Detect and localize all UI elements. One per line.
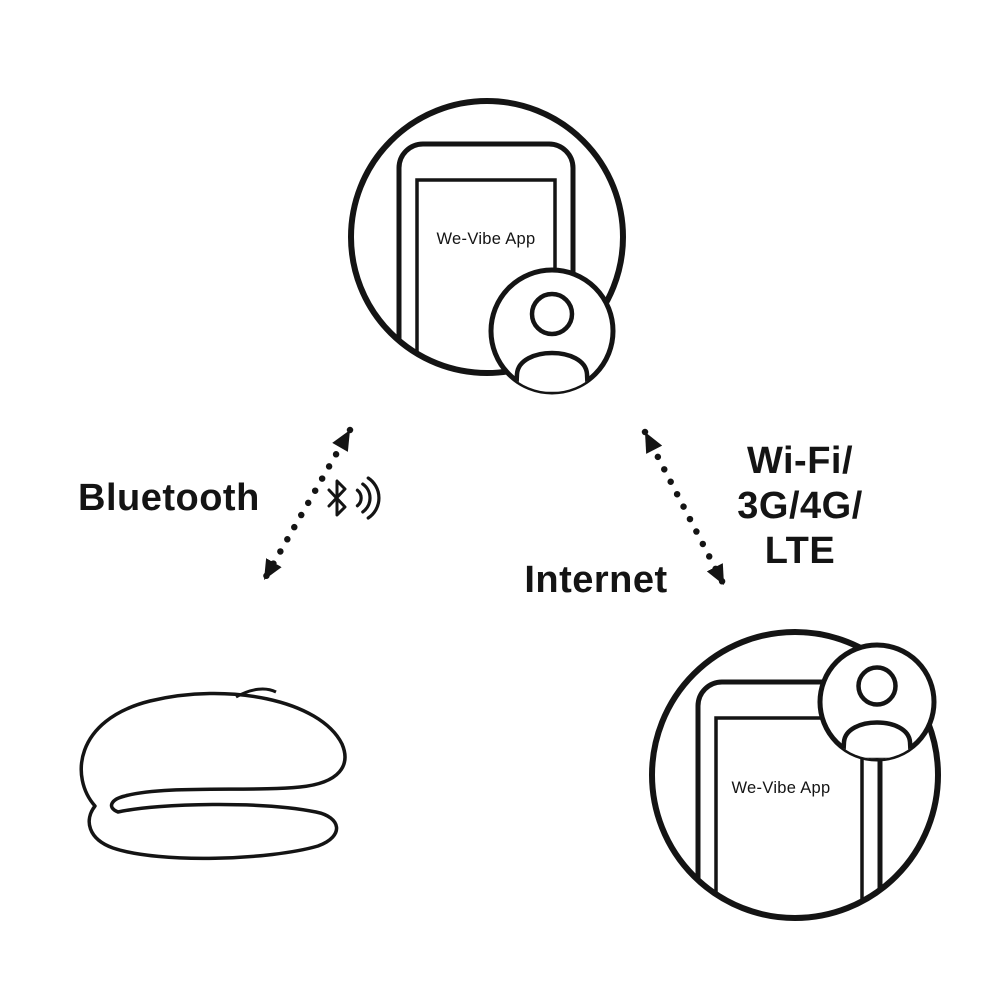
internet-arrow (641, 428, 728, 589)
top-app-label: We-Vibe App (436, 230, 535, 248)
wifi-label-line1: Wi-Fi/ (747, 440, 853, 482)
bluetooth-arrow (260, 426, 354, 584)
device-outline (79, 691, 347, 861)
wifi-label-line2: 3G/4G/ (737, 485, 863, 527)
signal-waves-icon (355, 476, 381, 520)
bottom-right-phone-node: We-Vibe App (649, 629, 941, 921)
bluetooth-label: Bluetooth (78, 477, 260, 519)
wifi-label-line3: LTE (765, 530, 835, 572)
bluetooth-icon (327, 479, 347, 517)
we-vibe-device-illustration (79, 687, 347, 861)
device-seam (235, 687, 277, 699)
phone-screen (714, 716, 864, 918)
person-icon (513, 291, 591, 392)
top-avatar (488, 267, 616, 395)
internet-label: Internet (524, 559, 667, 601)
bottom-node-circle (649, 629, 941, 921)
top-phone-node: We-Vibe App (348, 98, 626, 395)
bottom-avatar (817, 642, 937, 762)
top-node-circle (348, 98, 626, 376)
bottom-app-label: We-Vibe App (731, 779, 830, 797)
person-icon (840, 665, 914, 759)
